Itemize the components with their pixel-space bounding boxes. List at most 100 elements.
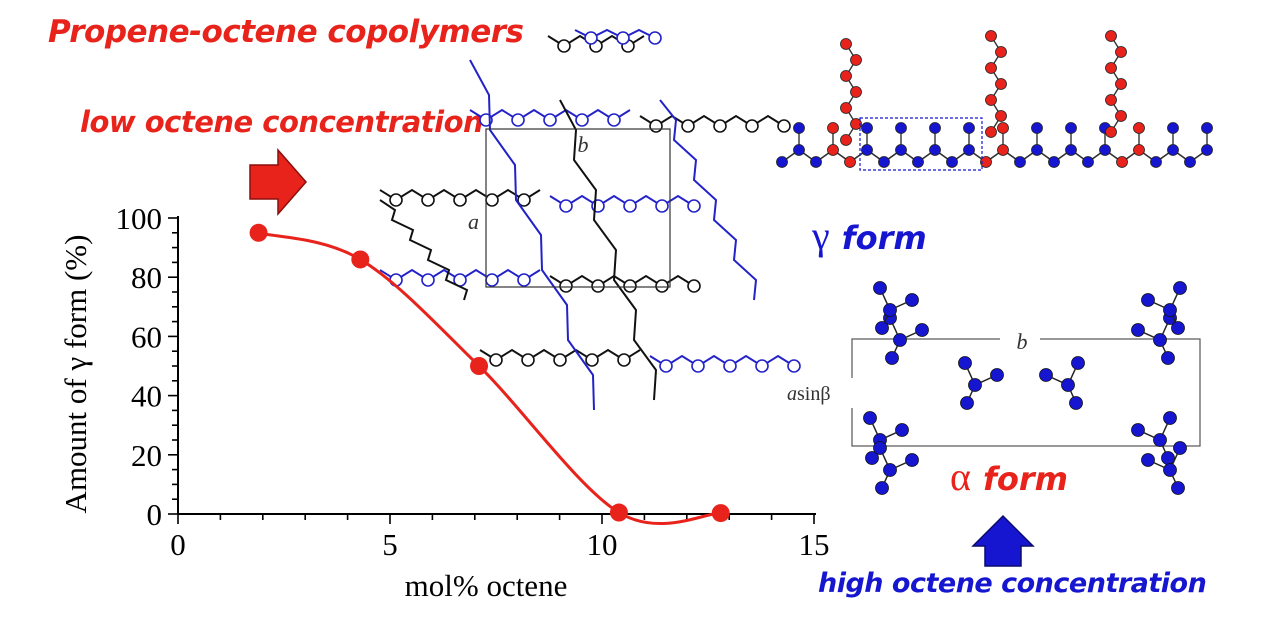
alpha-form-label: α form xyxy=(950,454,1068,499)
copolymer-chain xyxy=(776,30,1213,168)
gamma-form-crystal-structure xyxy=(379,28,801,411)
gamma-cell-b-label: b xyxy=(578,132,589,157)
atom xyxy=(691,359,705,373)
data-point xyxy=(470,357,489,375)
side-atom xyxy=(997,122,1009,134)
atom xyxy=(863,411,877,425)
octene-atom xyxy=(985,30,997,42)
atom xyxy=(713,119,727,133)
atom xyxy=(873,281,887,295)
atom xyxy=(968,378,982,392)
x-axis-label: mol% octene xyxy=(405,568,568,603)
backbone-atom xyxy=(1031,144,1043,156)
atom xyxy=(990,368,1004,382)
alpha-symbol: α xyxy=(950,454,971,499)
atom xyxy=(655,279,669,293)
atom xyxy=(543,113,557,127)
data-point xyxy=(609,503,628,522)
atom xyxy=(511,113,525,127)
data-point xyxy=(711,504,730,523)
backbone-atom xyxy=(1133,144,1145,156)
backbone-atom xyxy=(1048,156,1060,168)
atom xyxy=(559,199,573,213)
atom xyxy=(1171,481,1185,495)
gamma-symbol: γ xyxy=(811,213,830,258)
backbone-atom xyxy=(844,156,856,168)
atom xyxy=(453,193,467,207)
backbone-atom xyxy=(963,144,975,156)
atom xyxy=(655,199,669,213)
atom xyxy=(1131,423,1145,437)
octene-atom xyxy=(850,54,862,66)
chain-repeat-box xyxy=(859,117,983,171)
octene-atom xyxy=(1105,126,1117,138)
backbone-atom xyxy=(1065,144,1077,156)
octene-atom xyxy=(985,94,997,106)
backbone-atom xyxy=(776,156,788,168)
atom xyxy=(591,279,605,293)
side-atom xyxy=(1167,122,1179,134)
octene-atom xyxy=(995,46,1007,58)
atom xyxy=(1163,411,1177,425)
atom xyxy=(1039,368,1053,382)
octene-atom xyxy=(995,110,1007,122)
data-point xyxy=(249,223,268,242)
atom xyxy=(521,353,535,367)
atom xyxy=(557,39,571,53)
octene-atom xyxy=(985,62,997,74)
atom xyxy=(1163,463,1177,477)
atom xyxy=(777,119,791,133)
chain-bond xyxy=(559,99,658,401)
backbone-atom xyxy=(1167,144,1179,156)
atom xyxy=(1071,356,1085,370)
y-tick-label: 100 xyxy=(116,201,163,236)
atom xyxy=(723,359,737,373)
atom xyxy=(1131,323,1145,337)
octene-atom xyxy=(1115,78,1127,90)
up-arrow-icon xyxy=(971,514,1035,567)
right-arrow-icon xyxy=(249,148,307,216)
atom xyxy=(1153,433,1167,447)
backbone-atom xyxy=(1014,156,1026,168)
octene-atom xyxy=(1115,46,1127,58)
octene-atom xyxy=(840,70,852,82)
octene-atom xyxy=(1105,94,1117,106)
gamma-unit-cell xyxy=(485,128,671,288)
backbone-atom xyxy=(861,144,873,156)
side-atom xyxy=(861,122,873,134)
x-tick-label: 15 xyxy=(799,527,830,562)
atom xyxy=(648,31,662,45)
octene-atom xyxy=(840,38,852,50)
alpha-cell-b-label: b xyxy=(1017,329,1028,354)
atom xyxy=(681,119,695,133)
backbone-atom xyxy=(997,144,1009,156)
backbone-atom xyxy=(878,156,890,168)
backbone-atom xyxy=(1116,156,1128,168)
x-tick-label: 5 xyxy=(382,527,398,562)
y-tick-label: 20 xyxy=(131,438,162,473)
side-atom xyxy=(929,122,941,134)
atom xyxy=(687,279,701,293)
atom xyxy=(616,31,630,45)
atom xyxy=(517,273,531,287)
atom xyxy=(895,423,909,437)
backbone-atom xyxy=(912,156,924,168)
octene-atom xyxy=(1105,30,1117,42)
backbone-atom xyxy=(1150,156,1162,168)
side-atom xyxy=(1065,122,1077,134)
octene-atom xyxy=(985,126,997,138)
side-atom xyxy=(963,122,975,134)
atom xyxy=(585,353,599,367)
gamma-form-word: form xyxy=(842,219,927,257)
atom xyxy=(649,119,663,133)
figure-title: Propene-octene copolymers xyxy=(48,14,524,50)
alpha-form-word: form xyxy=(983,460,1068,498)
gamma-form-label: γ form xyxy=(811,213,927,258)
atom xyxy=(517,193,531,207)
atom xyxy=(1069,396,1083,410)
atom xyxy=(1173,281,1187,295)
side-atom xyxy=(827,122,839,134)
octene-atom xyxy=(1115,110,1127,122)
